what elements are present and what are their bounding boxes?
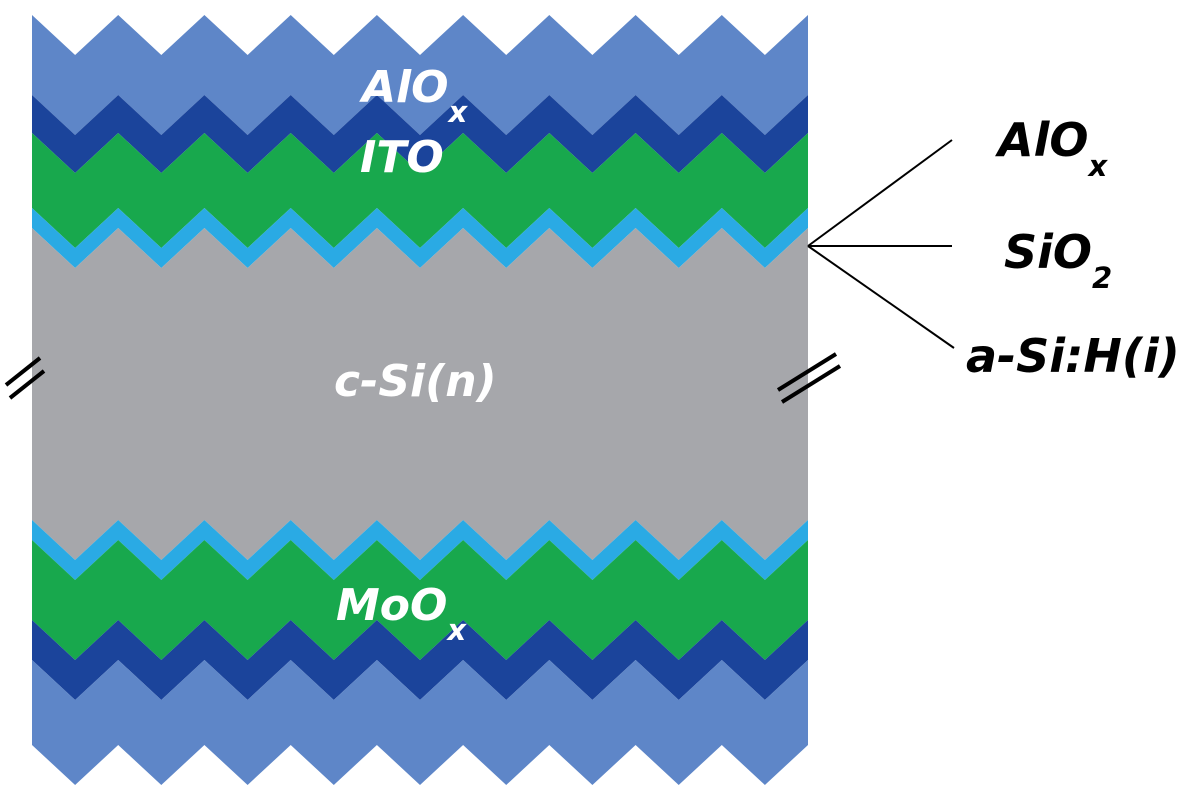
layer-bands [32,15,808,785]
bottom-moox-layer [32,540,808,660]
top-asi-layer [32,208,808,268]
callout-alox-label: AlOx [995,113,1108,183]
c-si-substrate [32,228,808,560]
callout-sio2-label: SiO2 [1004,225,1112,295]
right-break-mark [776,352,842,404]
top-green-layer [32,133,808,248]
bottom-alox-layer [32,660,808,785]
c-si-label: c-Si(n) [334,356,497,407]
top-ito-layer [32,95,808,173]
bottom-asi-layer [32,520,808,580]
leader-line-asi [807,245,955,349]
top-alox-label: AlOx [359,62,469,129]
leader-line-alox [807,139,953,247]
moox-label: MoOx [336,580,467,647]
callout-asi-label: a-Si:H(i) [966,329,1180,383]
top-alox-layer [32,15,808,135]
left-break-mark [4,356,46,400]
ito-label: ITO [360,132,444,183]
leader-lines [807,139,955,349]
